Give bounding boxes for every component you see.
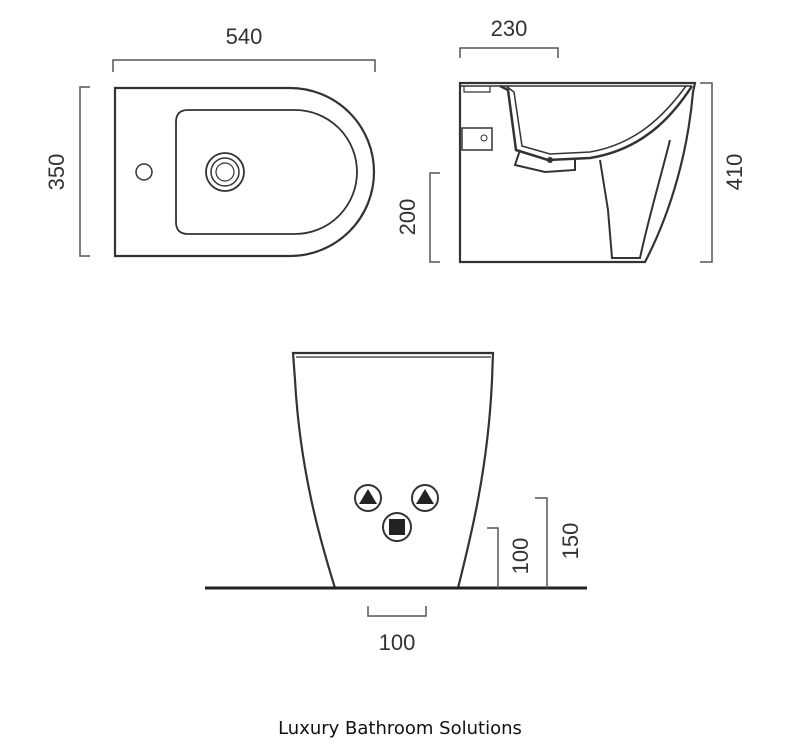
side-view-inlet-label: 200 bbox=[395, 199, 420, 236]
side-view-trap bbox=[599, 139, 671, 259]
top-view-depth-label: 350 bbox=[44, 154, 69, 191]
side-view-top-dimension-line bbox=[459, 47, 559, 58]
water-supply-left bbox=[354, 484, 382, 512]
side-view-height-label: 410 bbox=[722, 154, 747, 191]
side-view-body-outline bbox=[458, 81, 697, 264]
side-view-inlet-box bbox=[461, 127, 493, 151]
side-view-inlet-dimension-line bbox=[429, 172, 440, 263]
top-view-width-label: 540 bbox=[226, 24, 263, 49]
side-view-waste-channel bbox=[513, 149, 576, 174]
water-supply-right bbox=[411, 484, 439, 512]
side-view-inlet-hole bbox=[480, 134, 488, 142]
rear-view-supply-height-label: 150 bbox=[558, 523, 583, 560]
top-view-outline bbox=[113, 86, 376, 258]
rear-view-floor-width-label: 100 bbox=[379, 630, 416, 655]
top-view-width-dimension-line bbox=[112, 59, 376, 72]
side-view bbox=[429, 47, 713, 264]
side-view-back-flange bbox=[463, 86, 491, 93]
side-view-bowl-outer bbox=[499, 84, 694, 162]
rear-view bbox=[205, 351, 587, 617]
rear-view-inlet-dimension-line bbox=[487, 527, 499, 588]
rear-view-supply-dimension-line bbox=[535, 497, 548, 588]
waste-outlet-square-icon bbox=[389, 519, 405, 535]
caption: Luxury Bathroom Solutions bbox=[278, 718, 522, 739]
water-supply-right-arrow-icon bbox=[416, 489, 434, 504]
water-supply-left-arrow-icon bbox=[359, 489, 377, 504]
drain-middle bbox=[210, 157, 240, 187]
rear-view-floor-dimension-line bbox=[367, 606, 427, 617]
top-view bbox=[79, 59, 376, 258]
drain-inner bbox=[215, 162, 235, 182]
tap-hole bbox=[135, 163, 153, 181]
side-view-height-dimension-line bbox=[700, 82, 713, 263]
top-view-depth-dimension-line bbox=[79, 86, 90, 257]
waste-outlet bbox=[382, 512, 412, 542]
side-view-fixing-dot bbox=[547, 157, 553, 163]
side-view-top-label: 230 bbox=[491, 16, 528, 41]
drain-outer bbox=[205, 152, 245, 192]
side-view-bowl-inner bbox=[505, 85, 687, 155]
rear-view-body-outline bbox=[291, 351, 495, 590]
rear-view-inlet-height-label: 100 bbox=[508, 538, 533, 575]
top-view-bowl bbox=[175, 109, 358, 235]
